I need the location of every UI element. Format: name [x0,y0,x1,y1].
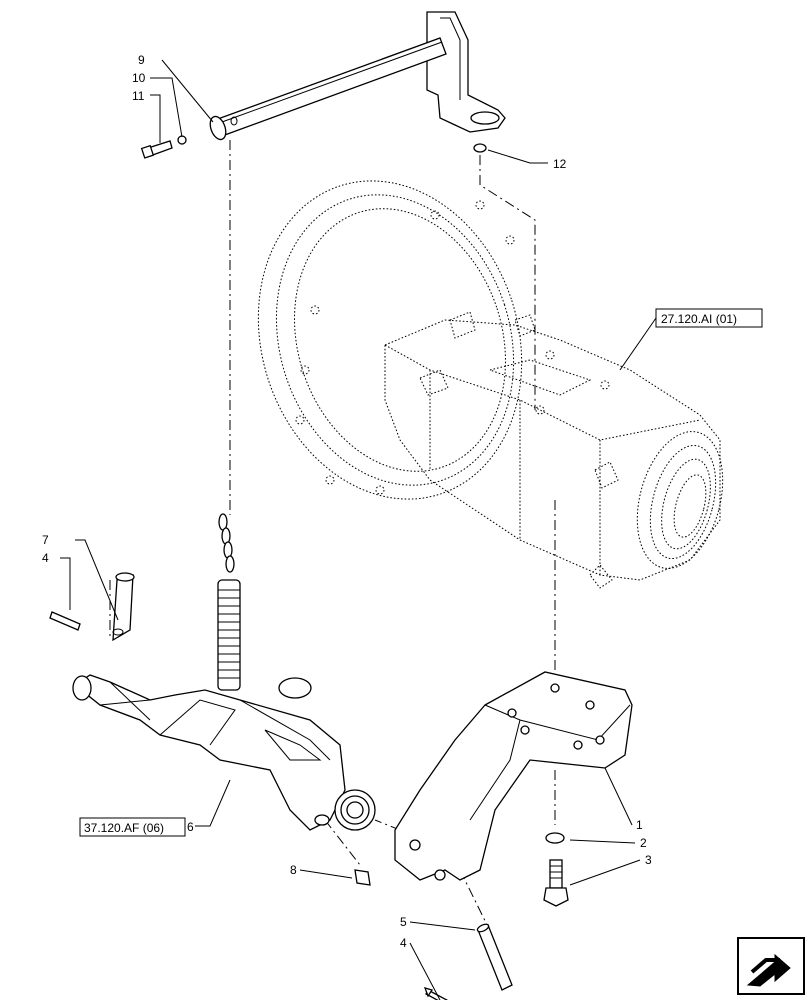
bracket-part-1 [394,671,633,881]
washer-part-10 [177,135,187,145]
callout-4-upper[interactable]: 4 [42,551,49,565]
center-lines [109,140,556,936]
leader-lines [60,59,657,1000]
callout-6[interactable]: 6 [187,820,194,834]
callout-12[interactable]: 12 [553,157,567,171]
bolt-part-3 [543,859,569,907]
pin-head [209,115,227,141]
callout-10[interactable]: 10 [132,71,146,85]
stabilizer-arm-part-6 [49,572,376,886]
arrow-next-page-icon[interactable] [737,937,805,995]
rear-axle-housing [257,180,724,589]
washer-part-2 [545,832,565,844]
callout-5[interactable]: 5 [400,915,407,929]
callout-4-lower[interactable]: 4 [400,936,407,950]
callout-7[interactable]: 7 [42,533,49,547]
reference-axle[interactable]: 27.120.AI (01) [655,308,763,328]
reference-hitch-label[interactable]: 37.120.AF (06) [84,821,164,835]
pin-bracket-assembly [140,11,506,159]
callout-labels: 9 10 11 12 7 4 1 2 3 6 8 5 4 [42,53,652,950]
reference-axle-label[interactable]: 27.120.AI (01) [661,312,737,326]
callout-8[interactable]: 8 [290,863,297,877]
callout-1[interactable]: 1 [636,818,643,832]
callout-9[interactable]: 9 [138,53,145,67]
washer-part-12 [473,143,487,153]
reference-hitch[interactable]: 37.120.AF (06) [79,817,186,837]
callout-3[interactable]: 3 [645,853,652,867]
pin-part-5 [476,923,513,991]
cotter-pin-part-4 [423,987,449,1000]
chain-and-spring [217,513,312,699]
callout-2[interactable]: 2 [640,836,647,850]
callout-11[interactable]: 11 [132,89,145,103]
